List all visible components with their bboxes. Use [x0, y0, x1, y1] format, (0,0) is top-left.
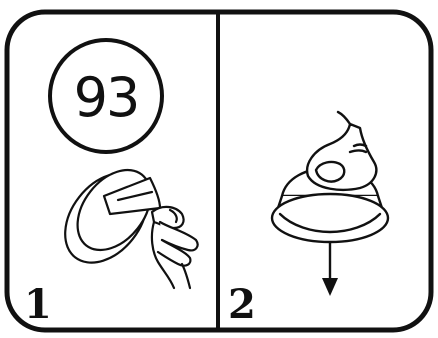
step-number-1: 1	[24, 281, 52, 328]
step-number-2: 2	[228, 281, 256, 328]
number-badge: 93	[50, 40, 162, 152]
badge-number: 93	[74, 66, 139, 129]
